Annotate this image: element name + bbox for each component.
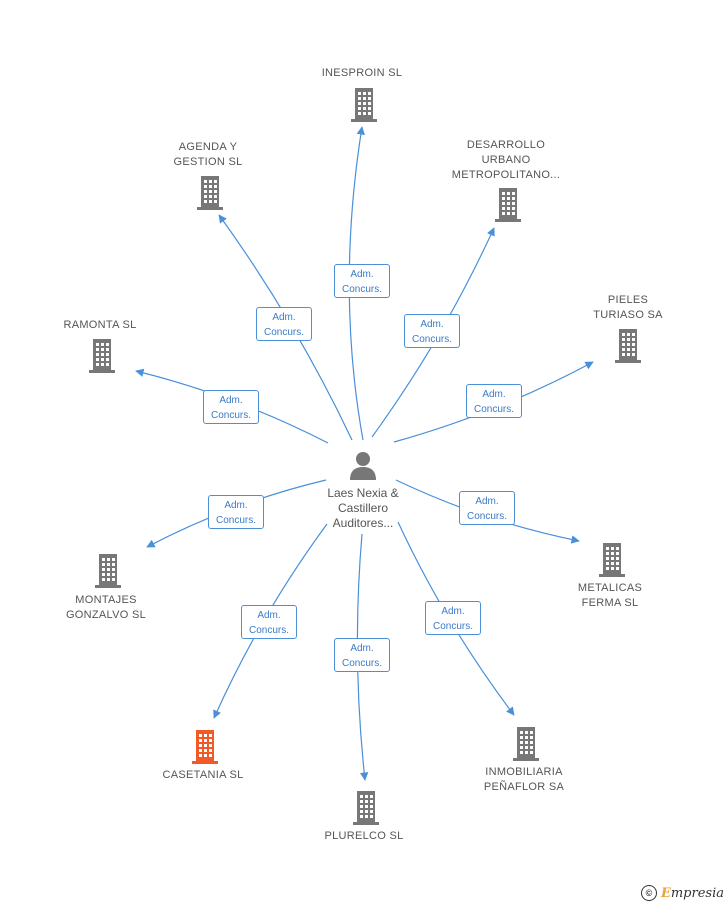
- node-label-pieles[interactable]: PIELES TURIASO SA: [593, 294, 663, 321]
- relation-badge-line1: Adm.: [219, 395, 243, 406]
- node-label-montajes[interactable]: MONTAJES GONZALVO SL: [65, 594, 147, 621]
- building-icon[interactable]: [189, 728, 221, 764]
- node-label-inesproin[interactable]: INESPROIN SL: [321, 67, 403, 79]
- relation-badge-line2: Concurs.: [210, 410, 251, 421]
- node-label-ramonta[interactable]: RAMONTA SL: [63, 319, 137, 331]
- building-icon[interactable]: [350, 789, 382, 825]
- relation-badge-line1: Adm.: [257, 610, 281, 621]
- relation-badge[interactable]: Adm. Concurs.: [208, 495, 264, 529]
- relation-badge[interactable]: Adm. Concurs.: [334, 638, 390, 672]
- brand-logo: © Empresia: [640, 885, 724, 901]
- node-label-metalicas[interactable]: METALICAS FERMA SL: [577, 582, 643, 609]
- relation-badge[interactable]: Adm. Concurs.: [256, 307, 312, 341]
- brand-name: Empresia: [660, 885, 724, 901]
- building-icon[interactable]: [92, 552, 124, 588]
- relation-badge[interactable]: Adm. Concurs.: [425, 601, 481, 635]
- building-icon[interactable]: [596, 541, 628, 577]
- relation-badge-line2: Concurs.: [341, 658, 382, 669]
- node-label-casetania[interactable]: CASETANIA SL: [162, 769, 244, 781]
- relation-badge[interactable]: Adm. Concurs.: [404, 314, 460, 348]
- relation-badge-line1: Adm.: [350, 269, 374, 280]
- relation-badge-line1: Adm.: [272, 312, 296, 323]
- center-entity-label[interactable]: Laes Nexia & Castillero Auditores...: [327, 486, 399, 530]
- relation-badge-line2: Concurs.: [432, 621, 473, 632]
- relation-badge-line1: Adm.: [350, 643, 374, 654]
- relation-badge-line1: Adm.: [224, 500, 248, 511]
- relation-badge[interactable]: Adm. Concurs.: [466, 384, 522, 418]
- relation-badge-line2: Concurs.: [215, 515, 256, 526]
- building-icon[interactable]: [612, 327, 644, 363]
- relation-badge-line2: Concurs.: [263, 327, 304, 338]
- node-label-desarrollo[interactable]: DESARROLLO URBANO METROPOLITANO...: [451, 139, 561, 181]
- relation-badge-line2: Concurs.: [248, 625, 289, 636]
- copyright-icon: ©: [640, 885, 657, 901]
- node-label-plurelco[interactable]: PLURELCO SL: [324, 830, 404, 842]
- node-label-agenda[interactable]: AGENDA Y GESTION SL: [173, 141, 243, 168]
- building-icon[interactable]: [86, 337, 118, 373]
- relation-badge[interactable]: Adm. Concurs.: [203, 390, 259, 424]
- building-icon[interactable]: [348, 86, 380, 122]
- relation-badge-line1: Adm.: [475, 496, 499, 507]
- relation-badge-line1: Adm.: [420, 319, 444, 330]
- relation-badge[interactable]: Adm. Concurs.: [241, 605, 297, 639]
- relation-badge-line2: Concurs.: [473, 404, 514, 415]
- relation-badge-line2: Concurs.: [466, 511, 507, 522]
- relation-badge-line1: Adm.: [441, 606, 465, 617]
- relation-badge-line2: Concurs.: [341, 284, 382, 295]
- relation-badge-line1: Adm.: [482, 389, 506, 400]
- relation-badge[interactable]: Adm. Concurs.: [334, 264, 390, 298]
- person-icon[interactable]: [348, 450, 378, 480]
- relation-badge-line2: Concurs.: [411, 334, 452, 345]
- building-icon[interactable]: [194, 174, 226, 210]
- building-icon[interactable]: [510, 725, 542, 761]
- relation-badge[interactable]: Adm. Concurs.: [459, 491, 515, 525]
- building-icon[interactable]: [492, 186, 524, 222]
- node-label-inmobiliaria[interactable]: INMOBILIARIA PEÑAFLOR SA: [483, 766, 565, 793]
